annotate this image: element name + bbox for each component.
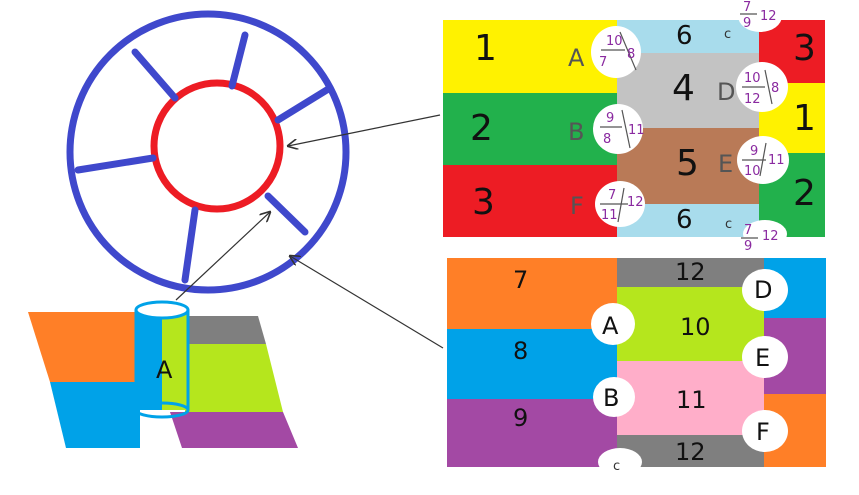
bottom-left-label-8: 8: [513, 337, 528, 365]
frac-botc-bottom: 9: [744, 239, 752, 254]
bottom-circle-F: F: [756, 418, 770, 446]
small-orange: [28, 312, 140, 382]
frac-E-right: 11: [768, 153, 785, 168]
cylinder: A: [134, 300, 190, 419]
bottom-center-label-11: 11: [676, 386, 707, 414]
bottom-circle-B: B: [603, 384, 619, 412]
frac-topc-top: 7: [743, 0, 751, 15]
top-letter-c-bottom: c: [725, 217, 732, 232]
cylinder-label: A: [156, 356, 173, 384]
top-center-label-6-top: 6: [676, 21, 693, 51]
bottom-left-label-7: 7: [513, 266, 528, 294]
bottom-circle-c: c: [613, 459, 620, 474]
frac-F-right: 12: [627, 195, 644, 210]
top-right-label-2: 2: [793, 173, 816, 214]
top-letter-F: F: [570, 192, 584, 220]
frac-topc-right: 12: [760, 9, 777, 24]
top-center-label-4: 4: [672, 68, 695, 109]
arrow-bottom-to-outer: [290, 256, 444, 349]
frac-F-top: 7: [608, 188, 616, 203]
frac-D-bottom: 12: [744, 92, 761, 107]
bottom-diagram: 7 8 9 12 10 11 12 A B c D E F: [447, 258, 826, 476]
top-letter-E: E: [718, 150, 733, 178]
bottom-circle-D: D: [754, 276, 772, 304]
bottom-left-label-9: 9: [513, 404, 528, 432]
frac-B-top: 9: [606, 111, 614, 126]
frac-A-top: 10: [606, 34, 623, 49]
small-gray: [185, 316, 266, 344]
frac-botc-right: 12: [762, 229, 779, 244]
bottom-left-blue: [447, 329, 617, 399]
frac-D-right: 8: [771, 81, 779, 96]
ring-diagram: [66, 10, 350, 294]
top-right-label-1: 1: [793, 98, 816, 139]
arrow-top-to-inner: [288, 114, 441, 146]
top-center-label-5: 5: [676, 143, 699, 184]
inner-ring: [150, 79, 284, 213]
small-purple: [170, 412, 298, 448]
top-diagram: 1 2 3 3 1 2 6 4 5 6 A B F D E c c 10 7 8…: [443, 0, 825, 254]
frac-B-bottom: 8: [603, 132, 611, 147]
top-left-yellow: [443, 20, 621, 93]
bottom-center-lime: [617, 287, 764, 361]
frac-botc-top: 7: [744, 223, 752, 238]
arrow-cylinder-to-ring: [175, 212, 270, 301]
frac-B-right: 11: [628, 123, 645, 138]
top-letter-D: D: [717, 78, 735, 106]
fraction-dividers: [600, 13, 773, 239]
frac-E-top: 9: [750, 144, 758, 159]
top-left-label-1: 1: [474, 28, 497, 69]
top-letter-A: A: [568, 44, 585, 72]
bottom-circle-A: A: [602, 312, 619, 340]
top-left-green: [443, 93, 621, 165]
cylinder-lime-half: [162, 310, 188, 410]
top-center-gray: [617, 53, 759, 128]
bottom-center-label-10: 10: [680, 313, 711, 341]
frac-A-bottom: 7: [599, 55, 607, 70]
bottom-left-orange: [447, 258, 617, 329]
arrows: [175, 114, 444, 349]
small-lime: [185, 344, 283, 412]
bottom-left-purple: [447, 399, 617, 467]
bottom-center-label-12-bottom: 12: [675, 438, 706, 466]
top-left-red: [443, 165, 621, 237]
frac-F-bottom: 11: [601, 208, 618, 223]
bottom-circles: [591, 269, 788, 476]
top-right-label-3: 3: [793, 28, 816, 69]
top-left-label-2: 2: [470, 108, 493, 149]
frac-A-right: 8: [627, 47, 635, 62]
bottom-center-pink: [617, 361, 764, 435]
bottom-center-darkgray-top: [617, 258, 764, 287]
bottom-circle-E: E: [755, 344, 770, 372]
frac-topc-bottom: 9: [743, 16, 751, 31]
top-center-label-6-bottom: 6: [676, 205, 693, 235]
ring-spokes: [74, 31, 334, 284]
cylinder-blue-half: [136, 310, 162, 410]
frac-E-bottom: 10: [744, 164, 761, 179]
small-diagram: [28, 312, 298, 448]
top-center-lightblue-top: [617, 20, 759, 53]
outer-ring: [66, 10, 350, 294]
small-blue: [50, 382, 140, 448]
cylinder-top: [134, 300, 190, 320]
top-left-label-3: 3: [472, 182, 495, 223]
top-letter-c-top: c: [724, 27, 731, 42]
top-letter-B: B: [568, 118, 584, 146]
bottom-center-label-12-top: 12: [675, 258, 706, 286]
frac-D-top: 10: [744, 71, 761, 86]
